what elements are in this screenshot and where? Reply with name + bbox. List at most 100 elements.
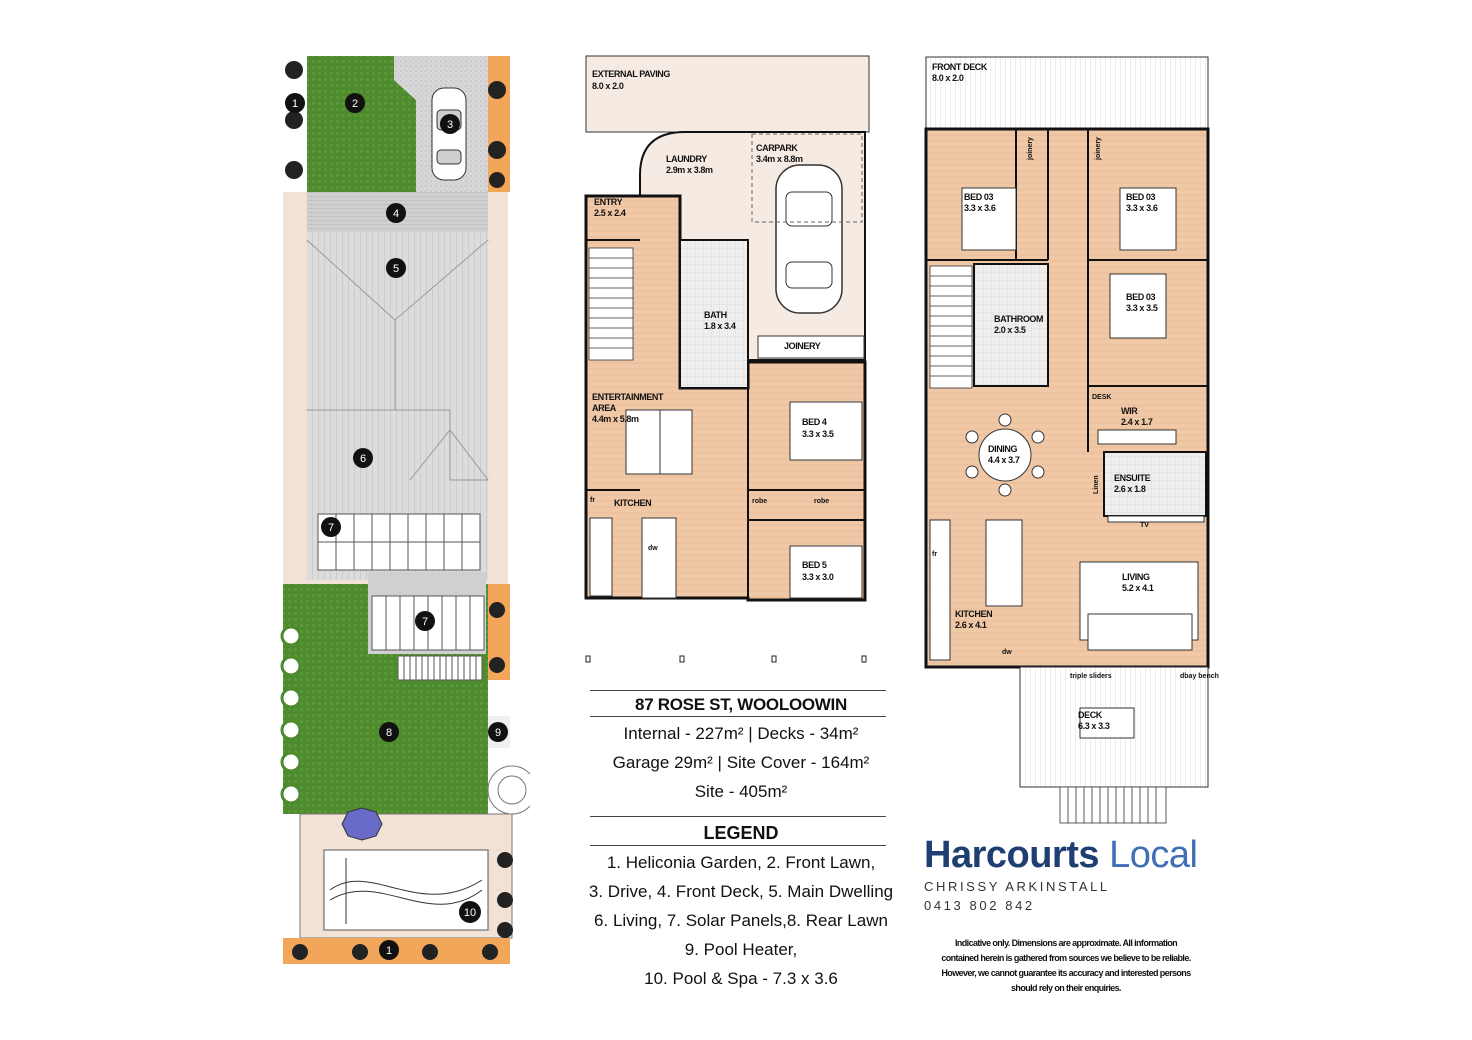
kitchen-ff-label: KITCHEN bbox=[955, 609, 992, 619]
bathroom-dim: 2.0 x 3.5 bbox=[994, 325, 1026, 335]
agent-name: CHRISSY ARKINSTALL bbox=[924, 879, 1110, 894]
legend-line-2: 3. Drive, 4. Front Deck, 5. Main Dwellin… bbox=[588, 882, 894, 901]
agency-logo: Harcourts Local bbox=[924, 834, 1224, 877]
legend-line-4: 9. Pool Heater, bbox=[684, 940, 798, 959]
bed4-dim: 3.3 x 3.5 bbox=[802, 429, 834, 439]
car-icon bbox=[431, 87, 467, 181]
bed-right-dim: 3.3 x 3.6 bbox=[1126, 203, 1158, 213]
kitchen-label: KITCHEN bbox=[614, 498, 651, 508]
dishwasher-ff-label: dw bbox=[1002, 649, 1012, 656]
dining-label: DINING bbox=[988, 444, 1017, 454]
robe-1-label: robe bbox=[752, 498, 767, 505]
brand-bold: Harcourts bbox=[924, 834, 1100, 876]
bathroom-label: BATHROOM bbox=[994, 314, 1043, 324]
car-icon bbox=[775, 164, 843, 314]
robe-2-label: robe bbox=[814, 498, 829, 505]
tv-label: TV bbox=[1140, 522, 1149, 529]
marker-3: 3 bbox=[447, 119, 453, 131]
heliconia-garden-front-right bbox=[488, 56, 510, 192]
dishwasher-label: dw bbox=[648, 545, 658, 552]
carpark-label: CARPARK bbox=[756, 143, 798, 153]
bath-label: BATH bbox=[704, 310, 727, 320]
entertainment-dim: 4.4m x 5.8m bbox=[592, 414, 639, 424]
decks-area: Decks - 34m² bbox=[757, 724, 859, 743]
disclaimer-line-4: should rely on their enquiries. bbox=[1011, 983, 1122, 993]
rule-mid bbox=[590, 716, 886, 717]
agent-phone: 0413 802 842 bbox=[924, 898, 1035, 913]
site-plan: 1 2 3 4 5 6 7 7 8 9 10 1 bbox=[280, 56, 530, 964]
legend-line-5: 10. Pool & Spa - 7.3 x 3.6 bbox=[644, 969, 838, 988]
bath-dim: 1.8 x 3.4 bbox=[704, 321, 736, 331]
marker-8: 8 bbox=[386, 727, 392, 739]
disclaimer-line-1: Indicative only. Dimensions are approxim… bbox=[954, 938, 1178, 948]
desk-label: DESK bbox=[1092, 394, 1111, 401]
front-deck-label: FRONT DECK bbox=[932, 62, 988, 72]
entry-label: ENTRY bbox=[594, 197, 623, 207]
entry-dim: 2.5 x 2.4 bbox=[594, 208, 626, 218]
address: 87 ROSE ST, WOOLOOWIN bbox=[635, 695, 847, 714]
rule-top bbox=[590, 690, 886, 691]
entertainment-label: ENTERTAINMENT bbox=[592, 392, 664, 402]
property-info: 87 ROSE ST, WOOLOOWIN bbox=[566, 690, 916, 719]
rule-legend bbox=[590, 816, 886, 817]
living-label: LIVING bbox=[1122, 572, 1150, 582]
ensuite-dim: 2.6 x 1.8 bbox=[1114, 484, 1146, 494]
marker-1b: 1 bbox=[386, 945, 392, 957]
front-lawn bbox=[307, 56, 416, 192]
rule-legend-bottom bbox=[590, 845, 886, 846]
heliconia-plant-icons bbox=[285, 61, 513, 960]
solar-panels-roof bbox=[317, 513, 481, 571]
tree-icon bbox=[487, 765, 530, 815]
legend: LEGEND bbox=[566, 819, 916, 848]
bench-label: dbay bench bbox=[1180, 673, 1219, 680]
internal-area: Internal - 227m² bbox=[623, 724, 744, 743]
bed-mid-dim: 3.3 x 3.5 bbox=[1126, 303, 1158, 313]
garage-area: Garage 29m² bbox=[612, 753, 713, 772]
bed-left-dim: 3.3 x 3.6 bbox=[964, 203, 996, 213]
bed-left-label: BED 03 bbox=[964, 192, 994, 202]
marker-6: 6 bbox=[360, 453, 366, 465]
deck-dim: 6.3 x 3.3 bbox=[1078, 721, 1110, 731]
marker-10: 10 bbox=[464, 907, 476, 919]
laundry-dim: 2.9m x 3.8m bbox=[666, 165, 713, 175]
kitchen-ff-dim: 2.6 x 4.1 bbox=[955, 620, 987, 630]
agency-branding: Harcourts Local CHRISSY ARKINSTALL 0413 … bbox=[924, 834, 1224, 913]
wir-dim: 2.4 x 1.7 bbox=[1121, 417, 1153, 427]
hedge-plants bbox=[280, 625, 302, 805]
marker-4: 4 bbox=[393, 208, 399, 220]
front-deck-dim: 8.0 x 2.0 bbox=[932, 73, 964, 83]
living-dim: 5.2 x 4.1 bbox=[1122, 583, 1154, 593]
umbrella-icon bbox=[341, 807, 383, 841]
site-markers: 1 2 3 4 5 6 7 7 8 9 10 1 bbox=[285, 93, 508, 960]
marker-7a: 7 bbox=[328, 522, 334, 534]
disclaimer-line-2: contained herein is gathered from source… bbox=[941, 953, 1191, 963]
entertainment-label-2: AREA bbox=[592, 403, 617, 413]
bed4-label: BED 4 bbox=[802, 417, 827, 427]
property-stats: Internal - 227m² | Decks - 34m² Garage 2… bbox=[566, 719, 916, 806]
site-cover-area: Site Cover - 164m² bbox=[726, 753, 870, 772]
fridge-ff-label: fr bbox=[932, 551, 937, 558]
ground-floor-plan: EXTERNAL PAVING 8.0 x 2.0 LAUNDRY 2.9m x… bbox=[584, 55, 870, 663]
deck-label: DECK bbox=[1078, 710, 1103, 720]
legend-line-3: 6. Living, 7. Solar Panels,8. Rear Lawn bbox=[594, 911, 888, 930]
fridge-label: fr bbox=[590, 497, 595, 504]
disclaimer-line-3: However, we cannot guarantee its accurac… bbox=[941, 968, 1191, 978]
marker-9: 9 bbox=[495, 727, 501, 739]
rear-stairs bbox=[397, 655, 483, 681]
marker-2: 2 bbox=[352, 98, 358, 110]
brand-light: Local bbox=[1109, 834, 1198, 876]
legend-title: LEGEND bbox=[703, 823, 779, 843]
bed5-dim: 3.3 x 3.0 bbox=[802, 572, 834, 582]
legend-items: 1. Heliconia Garden, 2. Front Lawn, 3. D… bbox=[566, 848, 916, 993]
disclaimer: Indicative only. Dimensions are approxim… bbox=[916, 936, 1216, 996]
bed-mid-label: BED 03 bbox=[1126, 292, 1156, 302]
external-paving-dim: 8.0 x 2.0 bbox=[592, 81, 624, 91]
linen-label: Linen bbox=[1093, 475, 1100, 494]
bed-right-label: BED 03 bbox=[1126, 192, 1156, 202]
dining-dim: 4.4 x 3.7 bbox=[988, 455, 1020, 465]
external-paving-label: EXTERNAL PAVING bbox=[592, 69, 670, 79]
bed5-label: BED 5 bbox=[802, 560, 827, 570]
carpark-dim: 3.4m x 8.8m bbox=[756, 154, 803, 164]
marker-1: 1 bbox=[292, 98, 298, 110]
ensuite-label: ENSUITE bbox=[1114, 473, 1151, 483]
